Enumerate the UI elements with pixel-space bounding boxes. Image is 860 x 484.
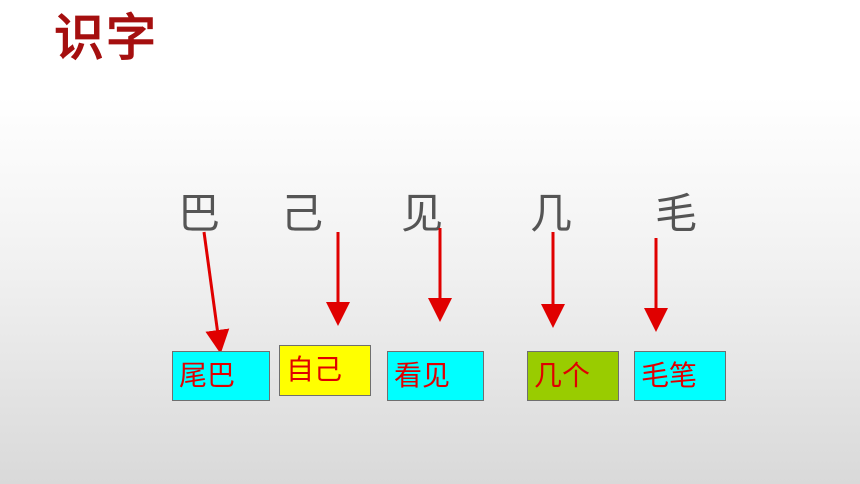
- lesson-title: 识字: [54, 9, 158, 67]
- word-box-jige: 几个: [527, 351, 619, 401]
- character-ba: 巴: [178, 189, 221, 238]
- word-box-maobi: 毛笔: [634, 351, 726, 401]
- character-ji-self: 己: [281, 189, 324, 238]
- character-jian: 见: [401, 189, 444, 238]
- character-ji-few: 几: [530, 189, 573, 238]
- arrow-ba-to-weiba: [202, 231, 230, 354]
- character-mao: 毛: [655, 189, 698, 238]
- word-box-ziji: 自己: [279, 345, 371, 396]
- word-box-weiba: 尾巴: [172, 351, 270, 401]
- word-box-kanjian: 看见: [387, 351, 484, 401]
